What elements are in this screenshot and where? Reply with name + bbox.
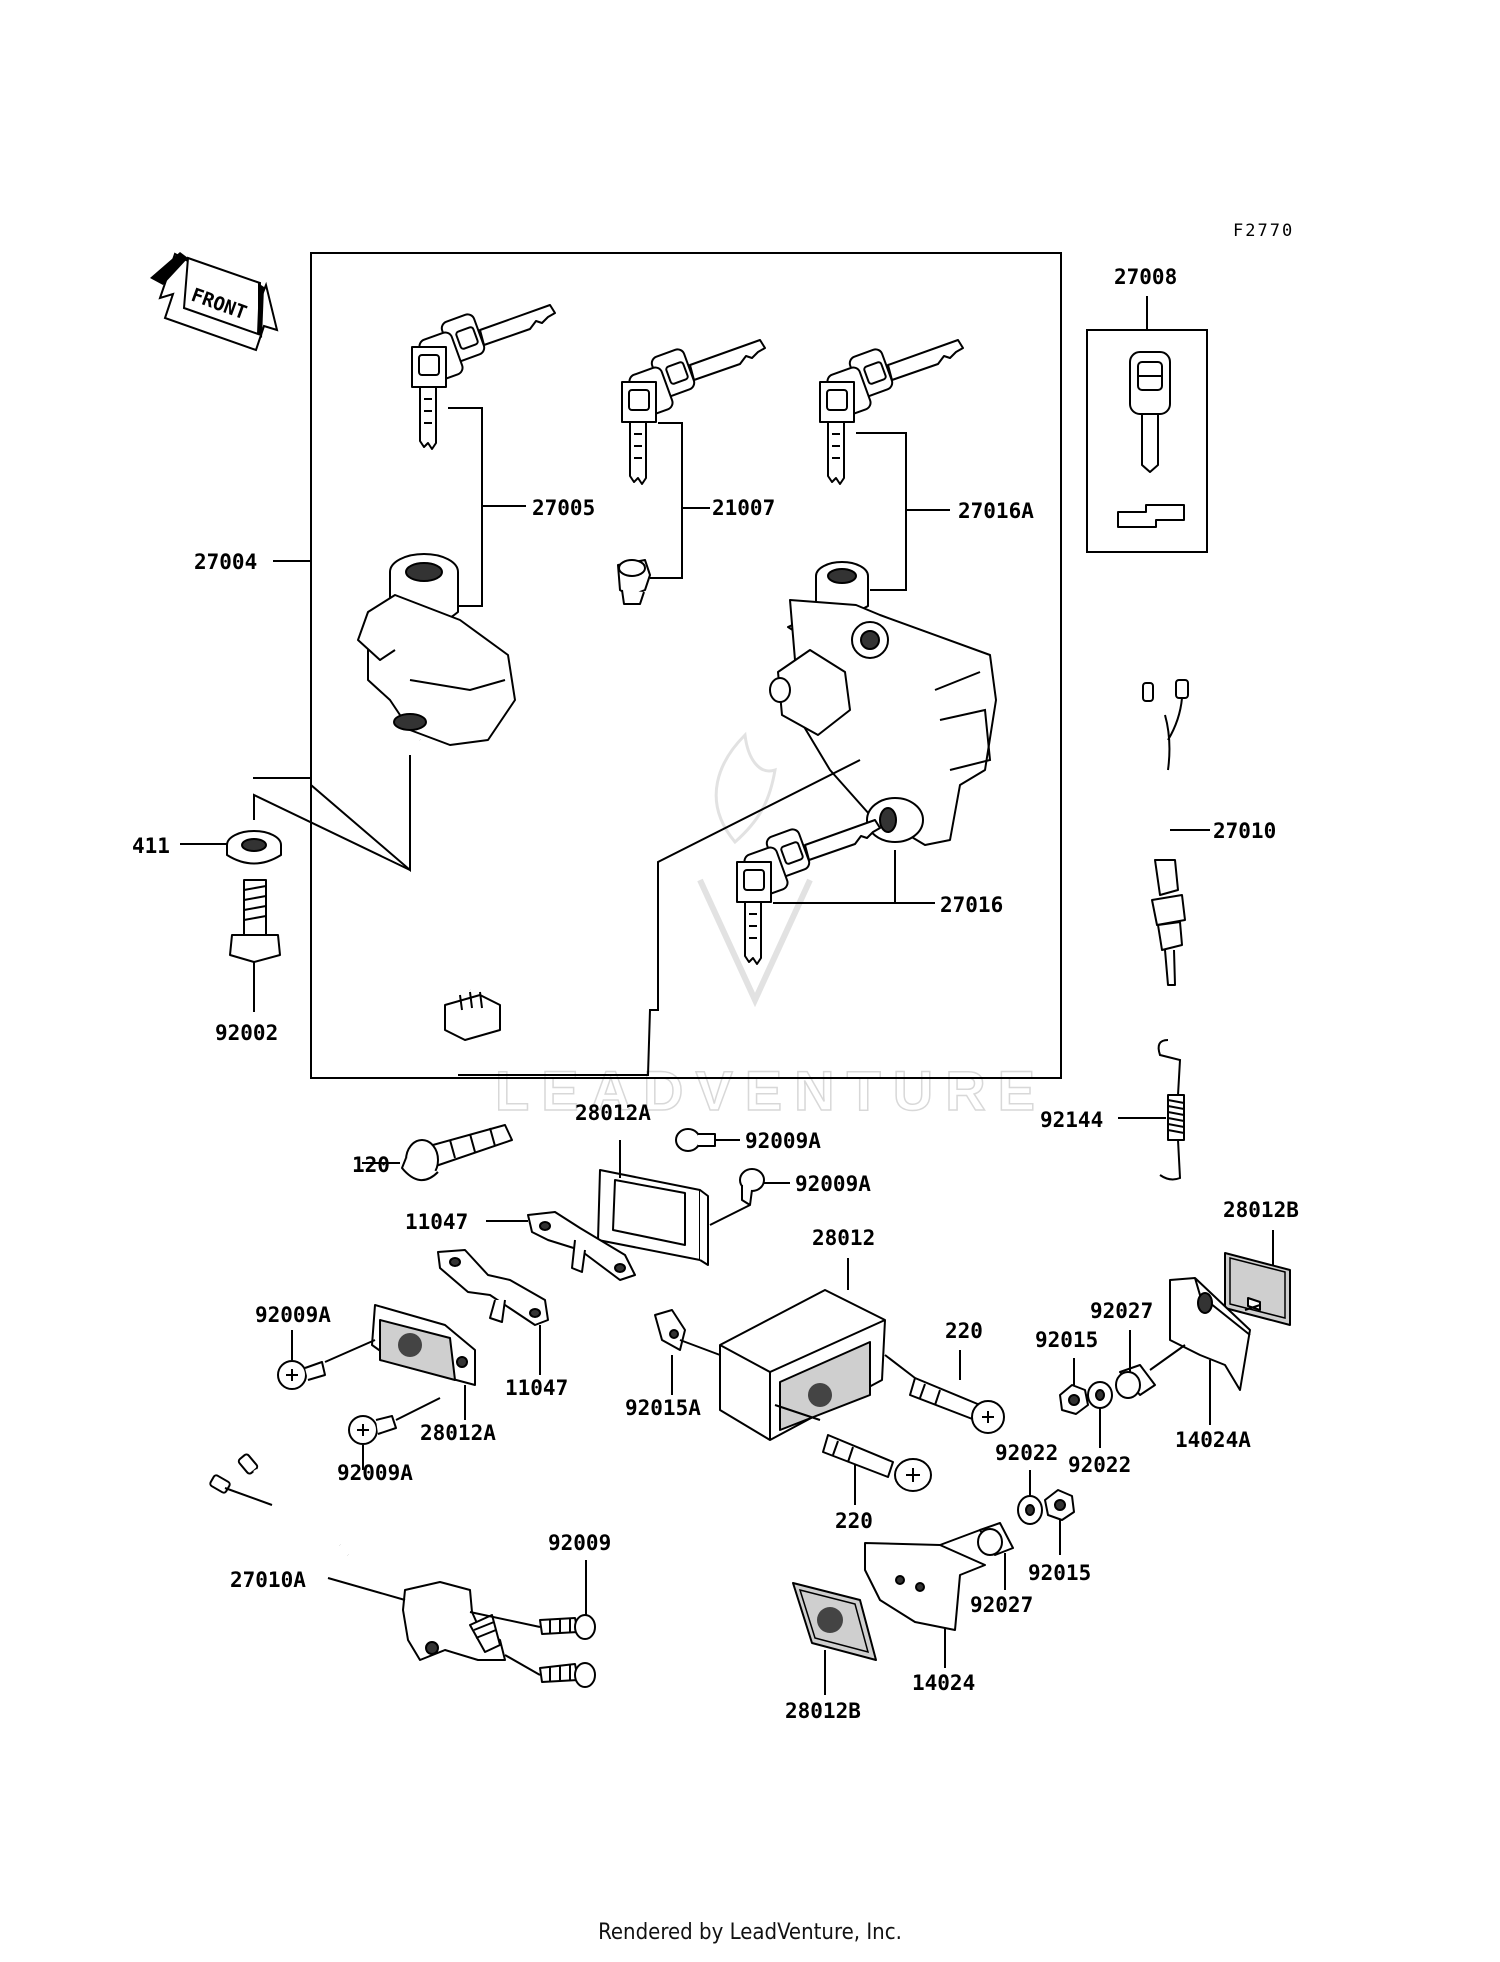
bracket-11047-lower xyxy=(437,1249,549,1326)
callout-92015A: 92015A xyxy=(625,1396,701,1420)
key-set-27016 xyxy=(736,819,896,965)
front-arrow-icon: FRONT xyxy=(150,252,279,352)
callout-92002: 92002 xyxy=(215,1021,278,1045)
callout-92022-1: 92022 xyxy=(1068,1453,1131,1477)
bracket-11047-upper xyxy=(527,1211,636,1281)
callout-11047-1: 11047 xyxy=(405,1210,468,1234)
callout-28012A-bottom: 28012A xyxy=(420,1421,496,1445)
callout-27016: 27016 xyxy=(940,893,1003,917)
callout-28012A-top: 28012A xyxy=(575,1101,651,1125)
nut-92015-2 xyxy=(1044,1489,1075,1521)
screw-92009A-3 xyxy=(277,1360,326,1390)
callout-92009A-3: 92009A xyxy=(255,1303,331,1327)
callout-21007: 21007 xyxy=(712,496,775,520)
box-28012 xyxy=(719,1258,886,1441)
callout-220-1: 220 xyxy=(945,1319,983,1343)
watermark-text: LEADVENTURE xyxy=(495,1059,1047,1122)
reflector-28012B-2 xyxy=(792,1582,877,1661)
washer-92022-2 xyxy=(1017,1495,1043,1525)
switch-27010A xyxy=(209,1453,506,1661)
callout-14024A: 14024A xyxy=(1175,1428,1251,1452)
clip-92015A xyxy=(654,1309,686,1351)
callout-11047-2: 11047 xyxy=(505,1376,568,1400)
callout-92027-2: 92027 xyxy=(970,1593,1033,1617)
callout-92015-1: 92015 xyxy=(1035,1328,1098,1352)
holder-28012A-bottom xyxy=(371,1304,476,1386)
callout-411: 411 xyxy=(132,834,170,858)
callout-27016A: 27016A xyxy=(958,499,1034,523)
callout-120: 120 xyxy=(352,1153,390,1177)
washer-92022-1 xyxy=(1087,1381,1113,1409)
footer-credit: Rendered by LeadVenture, Inc. xyxy=(598,1920,902,1945)
callout-92009A-2: 92009A xyxy=(795,1172,871,1196)
cover-28012A-top xyxy=(597,1140,709,1266)
diagram-code: F2770 xyxy=(1233,221,1294,241)
leader-120 xyxy=(458,759,861,1076)
callout-92009: 92009 xyxy=(548,1531,611,1555)
ignition-switch xyxy=(357,553,516,1041)
callout-27004: 27004 xyxy=(194,550,257,574)
seat-lock xyxy=(769,599,997,846)
spring-92144 xyxy=(1157,1039,1185,1181)
key-blank-27008 xyxy=(1117,351,1185,528)
screw-92009A-1 xyxy=(675,1128,716,1152)
callout-92144: 92144 xyxy=(1040,1108,1103,1132)
callout-92009A-4: 92009A xyxy=(337,1461,413,1485)
callout-27005: 27005 xyxy=(532,496,595,520)
callout-28012B-1: 28012B xyxy=(1223,1198,1299,1222)
spacer-92027-1 xyxy=(1115,1364,1156,1399)
callout-labels: 27004 27005 21007 27016A 27008 27010 270… xyxy=(132,265,1299,1723)
leadventure-watermark: LEADVENTURE xyxy=(494,731,1047,1123)
callout-92027-1: 92027 xyxy=(1090,1299,1153,1323)
key-set-21007 xyxy=(617,339,766,605)
callout-27010A: 27010A xyxy=(230,1568,306,1592)
bolt-220-2 xyxy=(822,1434,932,1492)
washer-411 xyxy=(226,830,282,865)
spacer-92027-2 xyxy=(977,1522,1014,1556)
callout-220-2: 220 xyxy=(835,1509,873,1533)
callout-28012: 28012 xyxy=(812,1226,875,1250)
bolt-220-1 xyxy=(909,1377,1005,1434)
reflector-28012B-1 xyxy=(1224,1252,1291,1326)
screw-92009A-4 xyxy=(348,1415,397,1445)
callout-27010: 27010 xyxy=(1213,819,1276,843)
assembly-frame xyxy=(310,252,1062,1079)
screw-120 xyxy=(401,1124,513,1181)
callout-14024: 14024 xyxy=(912,1671,975,1695)
screw-92009A-2 xyxy=(739,1168,765,1206)
bracket-14024 xyxy=(864,1542,986,1631)
bolt-92002 xyxy=(229,879,281,963)
callout-92022-2: 92022 xyxy=(995,1441,1058,1465)
callout-28012B-2: 28012B xyxy=(785,1699,861,1723)
callout-92009A-1: 92009A xyxy=(745,1129,821,1153)
nut-92015-1 xyxy=(1059,1384,1089,1415)
switch-27010 xyxy=(1142,679,1189,986)
screw-92009-1 xyxy=(539,1614,596,1640)
callout-27008: 27008 xyxy=(1114,265,1177,289)
bracket-14024A xyxy=(1169,1277,1251,1391)
callout-92015-2: 92015 xyxy=(1028,1561,1091,1585)
key-set-27016A xyxy=(787,339,964,641)
screw-92009-2 xyxy=(539,1662,596,1688)
